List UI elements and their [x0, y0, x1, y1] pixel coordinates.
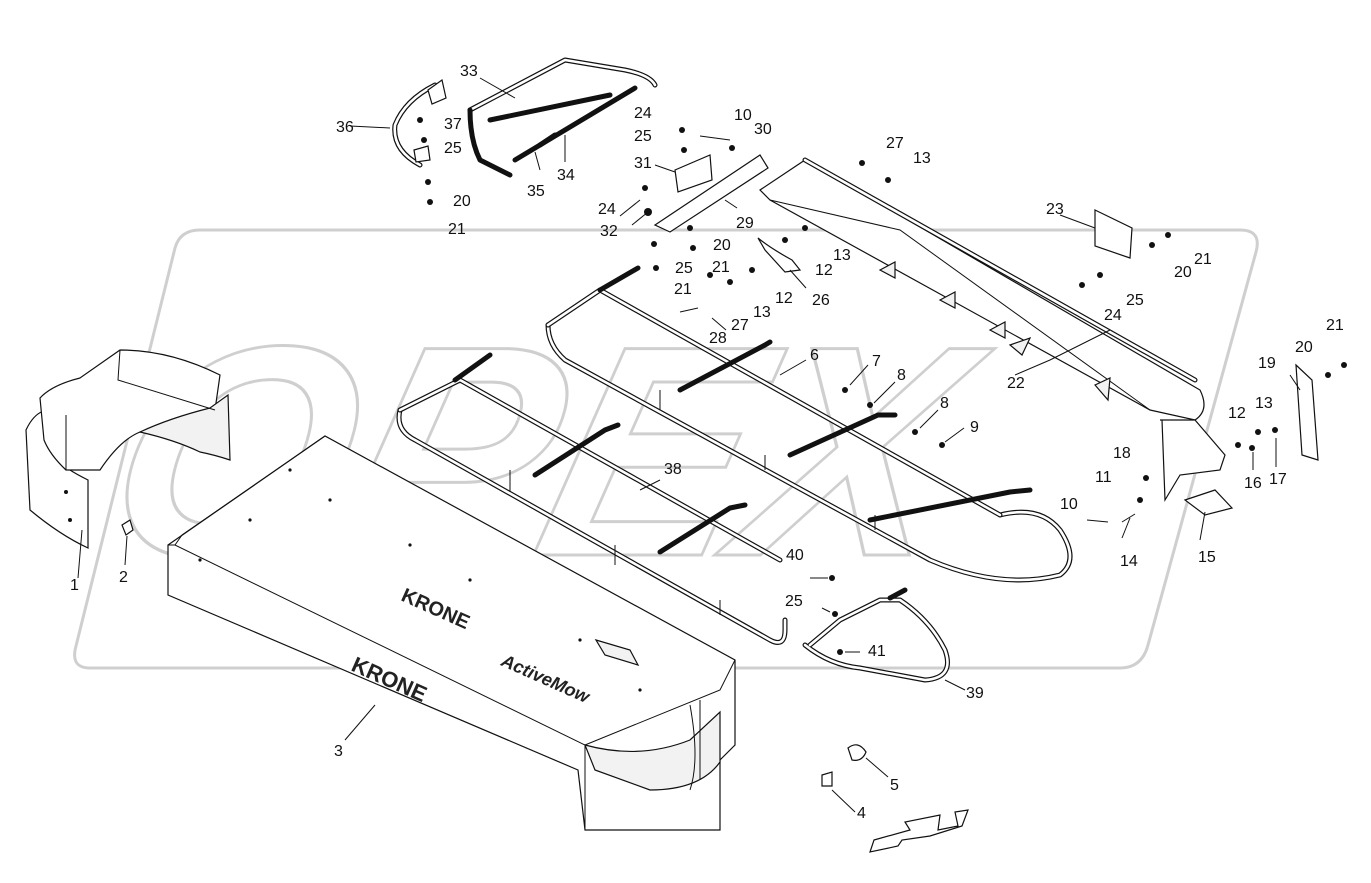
- callout-18: 18: [1113, 445, 1131, 462]
- rear-frame-part-22: [759, 157, 1226, 503]
- callout-19: 19: [1258, 355, 1276, 372]
- callout-25e: 25: [785, 593, 803, 610]
- callout-labels: 1 2 3 4 5 6 7 8 8 9 10 10 11 12 12 12 13…: [70, 63, 1344, 822]
- callout-13c: 13: [753, 304, 771, 321]
- callout-8b: 8: [940, 395, 949, 412]
- callout-25d: 25: [1126, 292, 1144, 309]
- callout-36: 36: [336, 119, 354, 136]
- callout-7: 7: [872, 353, 881, 370]
- plate-23: [1094, 209, 1133, 259]
- callout-40: 40: [786, 547, 804, 564]
- callout-11: 11: [1095, 469, 1112, 486]
- callout-32: 32: [600, 223, 618, 240]
- front-frame-part-38: [396, 352, 788, 645]
- callout-21c: 21: [674, 281, 692, 298]
- callout-41: 41: [868, 643, 886, 660]
- callout-13a: 13: [913, 150, 931, 167]
- plate-31: [674, 154, 713, 193]
- callout-2: 2: [119, 569, 128, 586]
- callout-23: 23: [1046, 201, 1064, 218]
- callout-24c: 24: [1104, 307, 1122, 324]
- callout-20d: 20: [1295, 339, 1313, 356]
- bar-29: [653, 154, 769, 233]
- callout-29: 29: [736, 215, 754, 232]
- side-bow-part-39: [802, 587, 950, 683]
- callout-13d: 13: [1255, 395, 1273, 412]
- callout-5: 5: [890, 777, 899, 794]
- callout-22: 22: [1007, 375, 1025, 392]
- callout-16: 16: [1244, 475, 1262, 492]
- callout-25c: 25: [675, 260, 693, 277]
- middle-frame-part-6: [545, 265, 1073, 583]
- callout-13b: 13: [833, 247, 851, 264]
- plates: [653, 154, 1319, 516]
- callout-35: 35: [527, 183, 545, 200]
- callout-25a: 25: [444, 140, 462, 157]
- callout-31: 31: [634, 155, 652, 172]
- top-bow-part-36: [392, 78, 447, 168]
- callout-21e: 21: [1326, 317, 1344, 334]
- callout-21b: 21: [712, 259, 730, 276]
- small-hardware: [121, 519, 969, 853]
- callout-4: 4: [857, 805, 866, 822]
- fasteners: [417, 117, 1347, 655]
- callout-24a: 24: [634, 105, 652, 122]
- callout-21d: 21: [1194, 251, 1212, 268]
- callout-26: 26: [812, 292, 830, 309]
- callout-21a: 21: [448, 221, 466, 238]
- callout-27a: 27: [886, 135, 904, 152]
- callout-10b: 10: [1060, 496, 1078, 513]
- callout-30: 30: [754, 121, 772, 138]
- callout-9: 9: [970, 419, 979, 436]
- plate-19: [1295, 363, 1319, 461]
- callout-28: 28: [709, 330, 727, 347]
- callout-27b: 27: [731, 317, 749, 334]
- callout-12c: 12: [1228, 405, 1246, 422]
- callout-14: 14: [1120, 553, 1138, 570]
- callout-33: 33: [460, 63, 478, 80]
- callout-1: 1: [70, 577, 79, 594]
- callout-24b: 24: [598, 201, 616, 218]
- callout-17: 17: [1269, 471, 1287, 488]
- callout-25b: 25: [634, 128, 652, 145]
- callout-20b: 20: [713, 237, 731, 254]
- callout-12a: 12: [815, 262, 833, 279]
- callout-37: 37: [444, 116, 462, 133]
- callout-12b: 12: [775, 290, 793, 307]
- callout-3: 3: [334, 743, 343, 760]
- top-bow-part-33: [467, 57, 658, 178]
- callout-6: 6: [810, 347, 819, 364]
- side-cover-part: [25, 349, 231, 549]
- callout-10a: 10: [734, 107, 752, 124]
- callout-20a: 20: [453, 193, 471, 210]
- callout-38: 38: [664, 461, 682, 478]
- callout-34: 34: [557, 167, 575, 184]
- leader-lines: [77, 77, 1301, 813]
- watermark-frame: [73, 228, 1259, 670]
- callout-15: 15: [1198, 549, 1216, 566]
- callout-8a: 8: [897, 367, 906, 384]
- bracket-26: [757, 237, 802, 273]
- callout-20c: 20: [1174, 264, 1192, 281]
- callout-39: 39: [966, 685, 984, 702]
- plate-15: [1183, 489, 1234, 516]
